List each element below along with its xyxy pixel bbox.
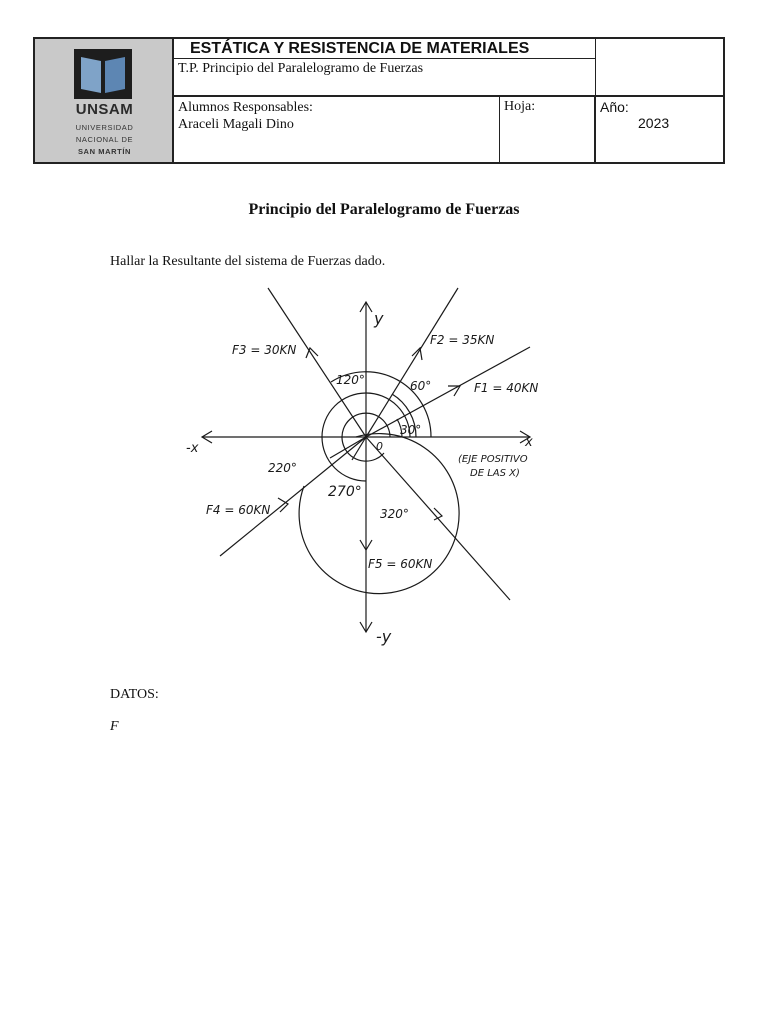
unsam-book-icon xyxy=(74,49,132,99)
header-blank-cell xyxy=(596,39,723,97)
f3-arrow-icon xyxy=(305,346,319,359)
arc-220 xyxy=(298,433,460,595)
force-line-220 xyxy=(219,436,367,557)
force-line-60 xyxy=(365,287,459,438)
unsam-logo: UNSAM UNIVERSIDAD NACIONAL DE SAN MARTÍN xyxy=(35,39,174,162)
force-line-60-ext xyxy=(351,436,367,461)
f-variable-label: F xyxy=(110,719,119,734)
axis-label-neg-y: -y xyxy=(376,627,392,646)
arc-270 xyxy=(321,392,411,482)
force-label-f2: F2 = 35KN xyxy=(430,333,494,347)
x-neg-arrow-icon xyxy=(200,430,213,444)
students-cell: Alumnos Responsables: Araceli Magali Din… xyxy=(174,97,500,162)
instruction-text: Hallar la Resultante del sistema de Fuer… xyxy=(110,254,386,269)
arc-120 xyxy=(330,371,432,438)
angle-label-270: 270° xyxy=(328,484,362,500)
f5-arrow-icon xyxy=(359,539,373,552)
angle-label-220: 220° xyxy=(268,461,297,475)
x-pos-arrow-icon xyxy=(519,430,532,444)
angle-label-30: 30° xyxy=(400,423,421,437)
f1-arrow-icon xyxy=(448,385,462,397)
logo-subtitle-line-2: NACIONAL DE xyxy=(75,135,134,144)
force-line-30 xyxy=(365,346,531,438)
hoja-label: Hoja: xyxy=(504,99,536,114)
y-pos-arrow-icon xyxy=(359,300,373,313)
origin-label: 0 xyxy=(376,440,383,453)
angle-label-120: 120° xyxy=(336,373,365,387)
header-table: UNSAM UNIVERSIDAD NACIONAL DE SAN MARTÍN… xyxy=(33,37,725,164)
force-label-f5: F5 = 60KN xyxy=(368,557,432,571)
axis-label-x: x xyxy=(524,435,533,450)
logo-name: UNSAM xyxy=(75,101,134,118)
course-title: ESTÁTICA Y RESISTENCIA DE MATERIALES xyxy=(174,39,596,59)
f6-arrow-icon xyxy=(433,507,444,521)
datos-label: DATOS: xyxy=(110,687,159,702)
year-value: 2023 xyxy=(638,115,670,131)
force-line-120 xyxy=(267,287,367,438)
students-name: Araceli Magali Dino xyxy=(178,117,294,132)
force-diagram: y -y x -x 0 F1 = 40KN F2 = 35KN F3 = 30K… xyxy=(186,287,538,646)
force-line-30-ext xyxy=(329,436,367,459)
f2-arrow-icon xyxy=(411,346,423,361)
force-label-f4: F4 = 60KN xyxy=(206,503,270,517)
note-line-1: (EJE POSITIVO xyxy=(458,454,528,465)
angle-label-60: 60° xyxy=(410,379,431,393)
axis-label-neg-x: -x xyxy=(186,441,199,456)
force-label-f1: F1 = 40KN xyxy=(474,381,538,395)
f4-arrow-icon xyxy=(277,497,289,513)
students-label: Alumnos Responsables: xyxy=(178,100,313,115)
hoja-cell: Hoja: xyxy=(500,97,596,162)
document-title: Principio del Paralelogramo de Fuerzas xyxy=(248,201,520,218)
force-label-f3: F3 = 30KN xyxy=(232,343,296,357)
tp-title: T.P. Principio del Paralelogramo de Fuer… xyxy=(174,59,596,97)
axis-label-y: y xyxy=(373,309,384,328)
arc-60 xyxy=(391,393,417,438)
year-label: Año: xyxy=(600,99,629,115)
arc-320 xyxy=(341,412,391,462)
note-line-2: DE LAS X) xyxy=(470,468,520,479)
year-cell: Año: 2023 xyxy=(596,97,723,162)
logo-subtitle-line-3: SAN MARTÍN xyxy=(77,147,132,156)
angle-label-320: 320° xyxy=(380,507,409,521)
y-neg-arrow-icon xyxy=(359,621,373,634)
logo-subtitle-line-1: UNIVERSIDAD xyxy=(75,123,134,132)
